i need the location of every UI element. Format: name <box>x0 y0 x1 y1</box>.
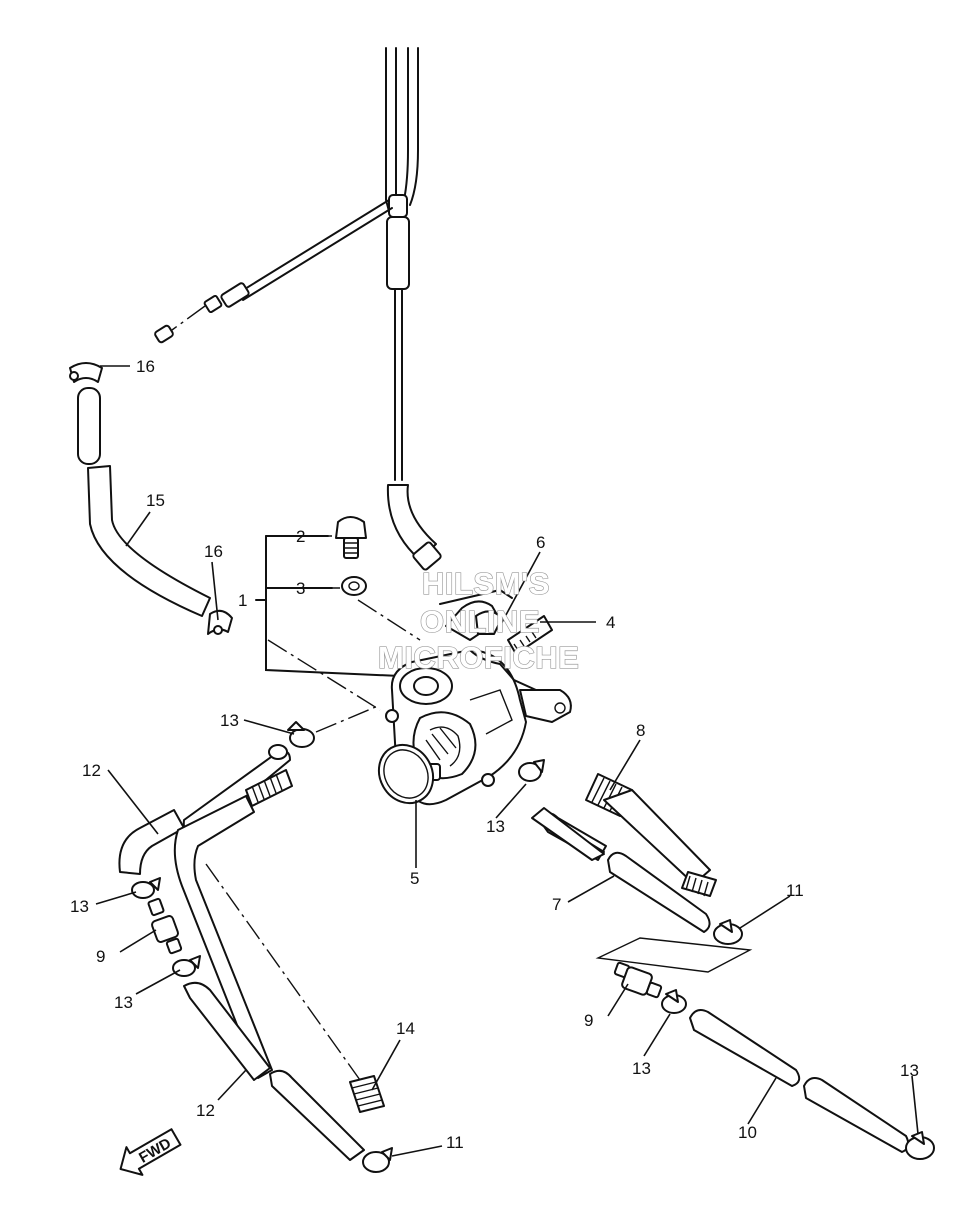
callout-labels: 16 15 16 2 1 3 6 4 13 12 8 13 5 11 13 7 … <box>70 357 919 1152</box>
callout-13: 13 <box>900 1061 919 1080</box>
watermark-line-3: MICROFICHE <box>378 640 579 675</box>
callout-4: 4 <box>606 613 615 632</box>
watermark-line-2: ONLINE <box>420 604 540 639</box>
control-cable <box>154 47 442 571</box>
callout-11: 11 <box>786 881 804 900</box>
watermark-line-1: HILSM'S <box>422 566 550 601</box>
hose-15-assembly <box>69 362 233 635</box>
callout-11: 11 <box>446 1133 464 1152</box>
callout-16: 16 <box>136 357 155 376</box>
bolt-and-washer <box>255 516 421 711</box>
callout-13: 13 <box>114 993 133 1012</box>
callout-6: 6 <box>536 533 545 552</box>
callout-7: 7 <box>552 895 561 914</box>
callout-13: 13 <box>486 817 505 836</box>
callout-3: 3 <box>296 579 305 598</box>
o-ring <box>377 743 435 805</box>
callout-16: 16 <box>204 542 223 561</box>
callout-13: 13 <box>632 1059 651 1078</box>
callout-13: 13 <box>70 897 89 916</box>
watermark: HILSM'S ONLINE MICROFICHE <box>377 565 579 675</box>
callout-14: 14 <box>396 1019 415 1038</box>
callout-12: 12 <box>196 1101 215 1120</box>
callout-9: 9 <box>584 1011 593 1030</box>
callout-5: 5 <box>410 869 419 888</box>
leader-lines <box>95 365 919 1157</box>
callout-2: 2 <box>296 527 305 546</box>
left-hoses <box>118 705 393 1173</box>
right-hoses <box>518 759 935 1160</box>
callout-15: 15 <box>146 491 165 510</box>
callout-13: 13 <box>220 711 239 730</box>
callout-10: 10 <box>738 1123 757 1142</box>
callout-12: 12 <box>82 761 101 780</box>
callout-8: 8 <box>636 721 645 740</box>
fwd-arrow: FWD <box>119 1128 182 1176</box>
callout-1: 1 <box>238 591 247 610</box>
callout-9: 9 <box>96 947 105 966</box>
